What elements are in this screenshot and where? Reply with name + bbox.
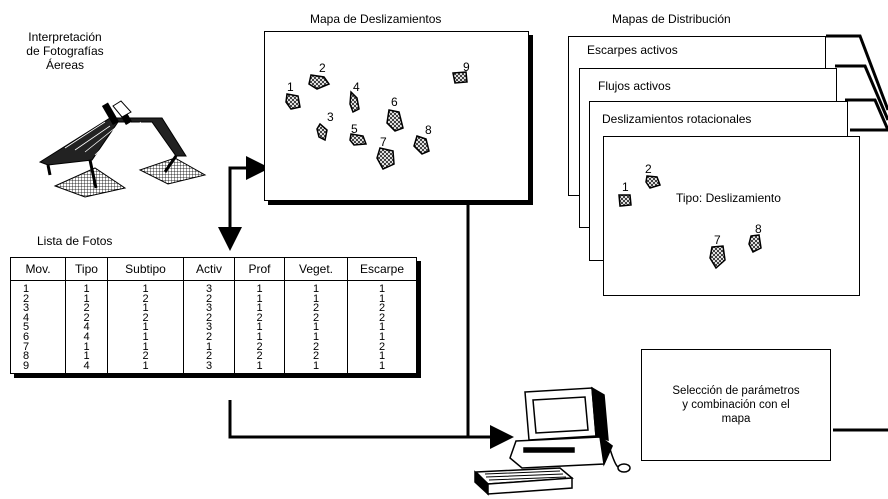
landslide-label-2: 2 — [319, 61, 326, 75]
landslide-map: 1 2 3 4 5 6 7 8 9 — [264, 31, 529, 201]
column-veget: 1 1 2 2 1 1 2 2 1 — [284, 280, 348, 375]
selection-text: Selección de parámetros y combinación co… — [642, 384, 830, 426]
front-label-7: 7 — [714, 233, 721, 247]
column-values: 1 2 1 2 1 1 1 2 1 — [142, 283, 149, 372]
selection-line-1: Selección de parámetros — [672, 385, 800, 397]
header-subtipo: Subtipo — [107, 257, 184, 281]
selection-line-2: y combinación con el — [682, 399, 790, 411]
distribution-sheet-2-title: Flujos activos — [598, 79, 671, 93]
landslide-polygons — [285, 71, 468, 170]
column-values: 1 1 2 2 1 1 2 1 1 — [378, 283, 386, 372]
photo-list-title: Lista de Fotos — [37, 234, 113, 248]
column-activ: 3 2 3 2 3 2 1 2 3 — [183, 280, 235, 375]
column-values: 3 2 3 2 3 2 1 2 3 — [205, 283, 213, 372]
header-escarpe: Escarpe — [347, 257, 417, 281]
header-mov: Mov. — [10, 257, 66, 281]
landslide-label-5: 5 — [351, 122, 358, 136]
table-header-row: Mov. Tipo Subtipo Activ Prof Veget. Esca… — [10, 257, 417, 281]
front-label-1: 1 — [622, 180, 629, 194]
photo-table: Mov. Tipo Subtipo Activ Prof Veget. Esca… — [10, 257, 417, 375]
interpretation-title: Interpretación de Fotografías Áereas — [0, 30, 130, 72]
landslide-label-3: 3 — [327, 110, 334, 124]
column-prof: 1 1 1 2 1 1 2 2 1 — [234, 280, 285, 375]
header-prof: Prof — [234, 257, 285, 281]
column-escarpe: 1 1 2 2 1 1 2 1 1 — [347, 280, 417, 375]
landslide-label-1: 1 — [287, 80, 294, 94]
header-tipo: Tipo — [65, 257, 108, 281]
column-values: 1 1 2 2 1 1 2 2 1 — [312, 283, 320, 372]
column-values: 1 1 1 2 1 1 2 2 1 — [256, 283, 263, 372]
selection-line-3: mapa — [721, 413, 751, 425]
column-subtipo: 1 2 1 2 1 1 1 2 1 — [107, 280, 184, 375]
column-tipo: 1 1 2 2 4 4 1 1 4 — [65, 280, 108, 375]
front-type-label: Tipo: Deslizamiento — [676, 191, 781, 205]
computer-icon — [474, 386, 631, 496]
header-activ: Activ — [183, 257, 235, 281]
column-values: 1 2 3 4 5 6 7 8 9 — [23, 283, 30, 372]
flow-connectors — [218, 156, 888, 449]
distribution-sheet-3-title: Deslizamientos rotacionales — [602, 112, 752, 126]
front-label-8: 8 — [755, 222, 762, 236]
landslide-label-4: 4 — [353, 80, 360, 94]
landslide-label-7: 7 — [380, 135, 387, 149]
distribution-maps-title: Mapas de Distribución — [612, 12, 731, 26]
interpretation-line-1: Interpretación — [28, 30, 102, 44]
front-label-2: 2 — [645, 162, 652, 176]
column-values: 1 1 2 2 4 4 1 1 4 — [83, 283, 90, 372]
table-row: 1 2 3 4 5 6 7 8 9 1 1 2 2 4 4 1 1 4 1 2 … — [10, 280, 417, 375]
interpretation-line-3: Áereas — [45, 58, 85, 72]
distribution-sheet-front: 1 2 7 8 Tipo: Deslizamiento — [603, 136, 860, 296]
column-mov: 1 2 3 4 5 6 7 8 9 — [10, 280, 66, 375]
sheet-edge-lines — [826, 34, 888, 132]
distribution-sheet-1-title: Escarpes activos — [587, 43, 678, 57]
landslide-map-title: Mapa de Deslizamientos — [310, 12, 442, 26]
landslide-label-6: 6 — [391, 95, 398, 109]
stereoscope-icon — [38, 100, 207, 198]
selection-box: Selección de parámetros y combinación co… — [641, 349, 831, 461]
interpretation-line-2: de Fotografías — [26, 44, 104, 58]
landslide-label-8: 8 — [425, 123, 432, 137]
header-veget: Veget. — [284, 257, 348, 281]
landslide-label-9: 9 — [463, 60, 470, 74]
front-sheet-polygons — [618, 175, 762, 270]
